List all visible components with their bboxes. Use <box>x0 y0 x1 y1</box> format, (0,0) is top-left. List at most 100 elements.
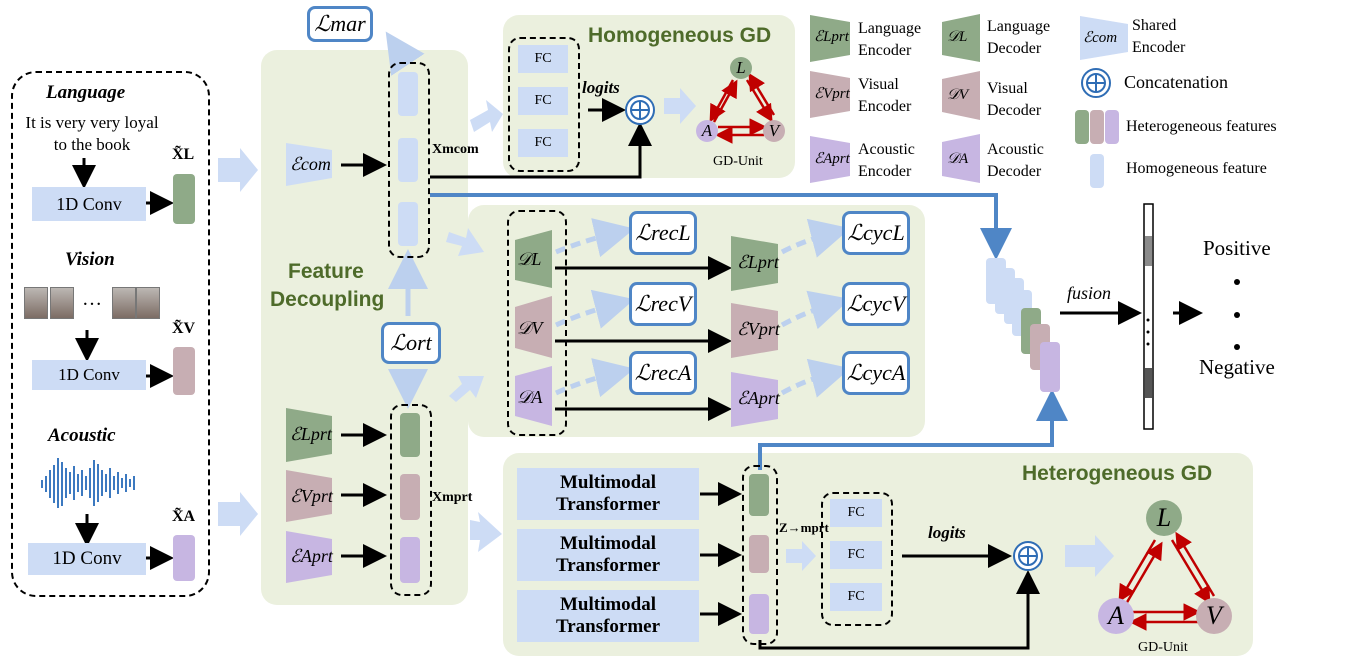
multimodal-transformer: Multimodal Transformer <box>517 529 699 581</box>
x-vision-label: X̃V <box>172 320 196 337</box>
loss-mar: ℒmar <box>307 6 373 42</box>
hetero-language-feature <box>749 474 769 516</box>
encoder-acoustic-label: ℰAprt <box>737 388 780 408</box>
legend-heterogeneous: Heterogeneous features <box>1126 118 1277 135</box>
z-private-label: Z→mprt <box>779 520 829 535</box>
legend-hetero-acoustic <box>1105 110 1119 144</box>
legend-visual-decoder: Visual Decoder <box>987 80 1042 119</box>
fusion-label: fusion <box>1067 283 1112 303</box>
legend-visual-encoder: Visual Encoder <box>858 76 912 115</box>
loss-cyc-vision: ℒcycV <box>842 282 910 326</box>
legend-shared-encoder: Shared Encoder <box>1132 17 1186 56</box>
video-frame-image <box>112 287 136 319</box>
legend-language-encoder: Language Encoder <box>858 20 922 59</box>
decoder-language-label: 𝒟L <box>517 249 542 269</box>
loss-rec-language: ℒrecL <box>629 211 697 255</box>
legend-language-decoder: Language Decoder <box>987 18 1051 57</box>
x-language-label: X̃L <box>172 146 195 163</box>
x-private-label: Xmprt <box>432 490 473 505</box>
acoustic-title: Acoustic <box>48 425 116 446</box>
vision-feature <box>173 347 195 395</box>
homogeneous-fc-group <box>508 37 580 172</box>
hetero-fc-group <box>821 492 893 626</box>
encoder-language-label: ℰLprt <box>737 252 779 272</box>
x-acoustic-label: X̃A <box>172 508 196 525</box>
legend-acoustic-encoder: Acoustic Encoder <box>858 141 915 180</box>
shared-encoder-label: ℰcom <box>290 154 331 174</box>
legend-homo-feature <box>1090 154 1104 188</box>
homogeneous-logits-label: logits <box>582 78 620 97</box>
fc-layer: FC <box>518 87 568 115</box>
decoupling-title-line2: Decoupling <box>270 288 385 311</box>
video-frame-image <box>136 287 160 319</box>
output-negative: Negative <box>1199 355 1275 379</box>
fc-layer: FC <box>518 129 568 157</box>
video-frame-image <box>24 287 48 319</box>
conv-acoustic: 1D Conv <box>28 543 146 575</box>
legend-homogeneous: Homogeneous feature <box>1126 160 1267 177</box>
heterogeneous-gd-title: Heterogeneous GD <box>1022 462 1213 485</box>
conv-language: 1D Conv <box>32 187 146 221</box>
decoupling-title-line1: Feature <box>288 260 364 283</box>
heterogeneous-logits-label: logits <box>928 523 966 542</box>
common-feature-column <box>388 62 430 258</box>
private-acoustic-feature <box>400 537 420 583</box>
gd-node-L-large: L <box>1146 500 1182 536</box>
gd-node-L: L <box>730 57 752 79</box>
decoder-group <box>507 210 567 436</box>
multimodal-transformer: Multimodal Transformer <box>517 468 699 520</box>
legend-ac-dec-symbol: 𝒟A <box>947 151 969 167</box>
fc-layer: FC <box>830 499 882 527</box>
legend-hetero-vision <box>1090 110 1104 144</box>
loss-rec-vision: ℒrecV <box>629 282 697 326</box>
output-positive: Positive <box>1203 236 1271 260</box>
legend-ac-enc-symbol: ℰAprt <box>814 151 850 167</box>
common-feature <box>398 202 418 246</box>
vision-title: Vision <box>65 249 115 270</box>
encoder-vision-label: ℰVprt <box>737 319 780 339</box>
fc-layer: FC <box>830 583 882 611</box>
private-feature-column <box>390 404 432 596</box>
gd-node-A: A <box>696 120 718 142</box>
language-title: Language <box>46 82 126 103</box>
legend-lang-dec-symbol: 𝒟L <box>947 29 968 45</box>
conv-vision: 1D Conv <box>32 360 146 390</box>
private-encoder-language-label: ℰLprt <box>290 424 332 444</box>
decoder-vision-label: 𝒟V <box>517 318 543 338</box>
loss-rec-acoustic: ℒrecA <box>629 351 697 395</box>
private-encoder-vision-label: ℰVprt <box>290 486 333 506</box>
private-encoder-acoustic-label: ℰAprt <box>290 546 333 566</box>
legend-hetero-language <box>1075 110 1089 144</box>
vision-ellipsis: … <box>82 288 102 310</box>
loss-cyc-acoustic: ℒcycA <box>842 351 910 395</box>
gd-node-V: V <box>763 120 785 142</box>
multimodal-transformer: Multimodal Transformer <box>517 590 699 642</box>
fc-layer: FC <box>518 45 568 73</box>
legend-lang-enc-symbol: ℰLprt <box>814 29 849 45</box>
legend-vis-enc-symbol: ℰVprt <box>814 86 850 102</box>
common-feature <box>398 72 418 116</box>
common-feature <box>398 138 418 182</box>
private-language-feature <box>400 413 420 457</box>
hetero-acoustic-feature <box>749 594 769 634</box>
gd-node-A-large: A <box>1098 598 1134 634</box>
language-text: It is very very loyal to the book <box>25 113 159 155</box>
homogeneous-gd-title: Homogeneous GD <box>588 24 772 47</box>
private-vision-feature <box>400 474 420 520</box>
loss-cyc-language: ℒcycL <box>842 211 910 255</box>
language-feature <box>173 174 195 224</box>
hetero-feature-column <box>742 465 778 645</box>
gd-unit-label: GD-Unit <box>713 154 763 169</box>
video-frame-image <box>50 287 74 319</box>
legend-concatenation: Concatenation <box>1124 72 1228 92</box>
gd-unit-label-large: GD-Unit <box>1138 640 1188 655</box>
legend-shared-symbol: ℰcom <box>1083 30 1118 46</box>
x-common-label: Xmcom <box>432 142 479 157</box>
fc-layer: FC <box>830 541 882 569</box>
legend-acoustic-decoder: Acoustic Decoder <box>987 141 1044 180</box>
legend-vis-dec-symbol: 𝒟V <box>947 87 969 103</box>
fusion-stack-acoustic <box>1040 342 1060 392</box>
decoder-acoustic-label: 𝒟A <box>517 387 543 407</box>
hetero-vision-feature <box>749 535 769 573</box>
